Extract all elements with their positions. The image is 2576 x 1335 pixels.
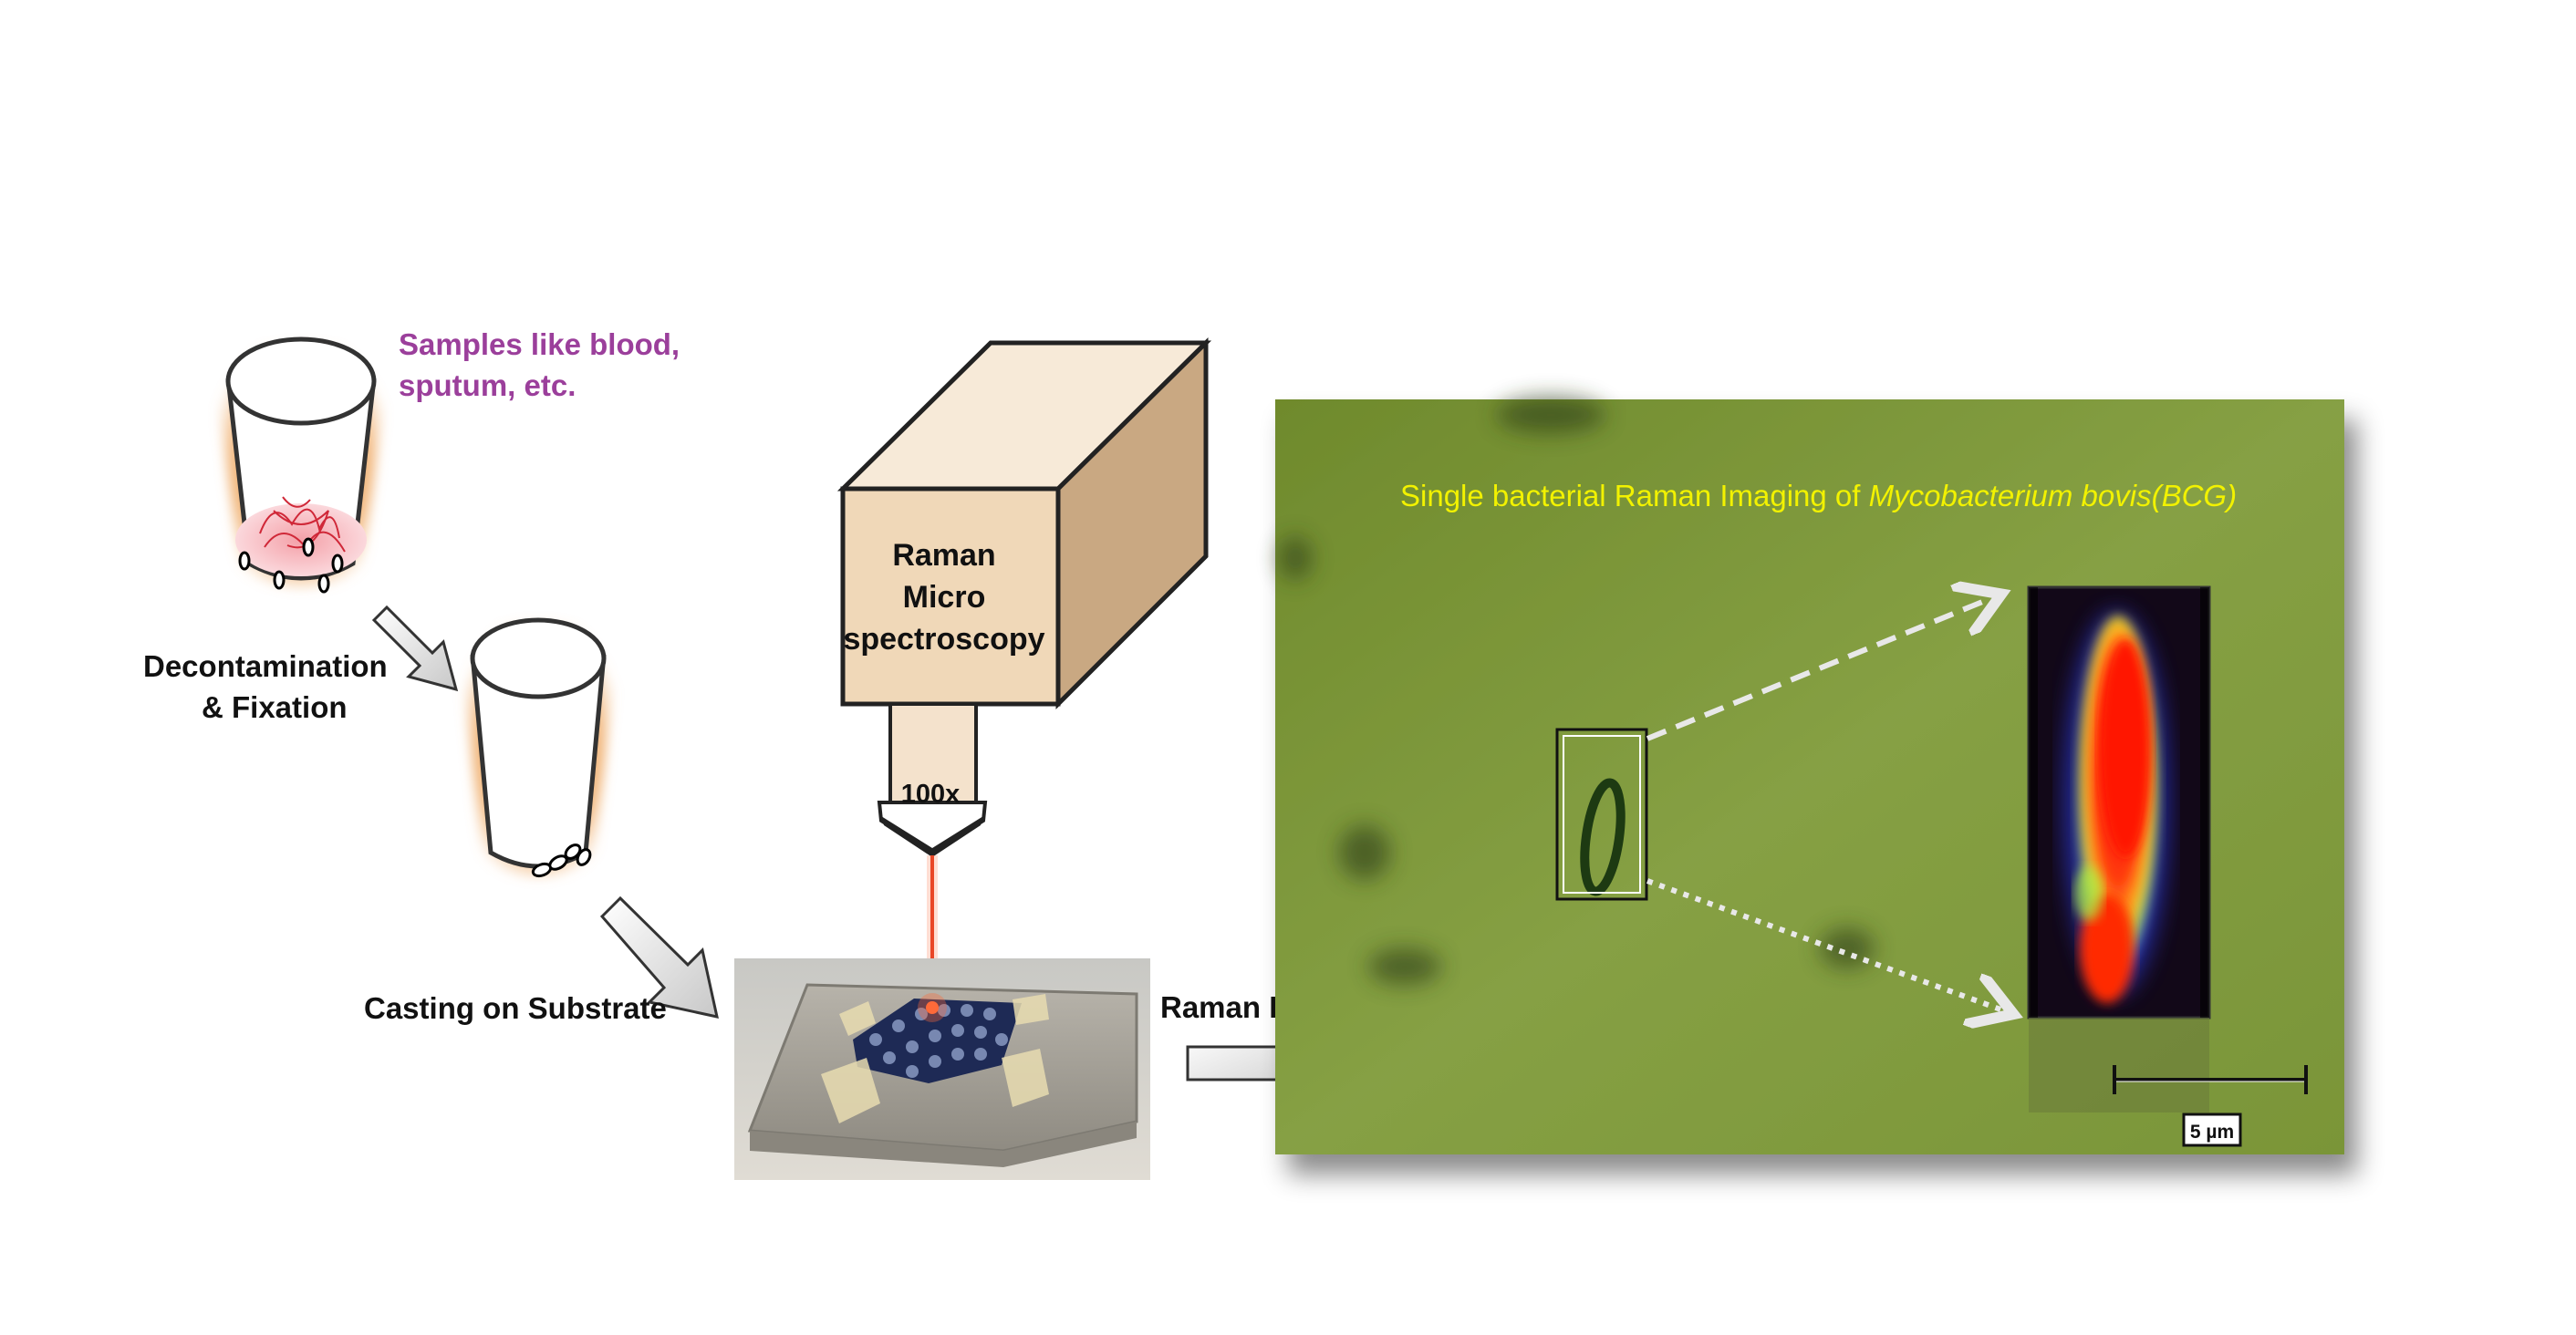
samples-label-line1: Samples like blood, [399, 327, 680, 361]
tape-strips [821, 994, 1049, 1123]
decontamination-label-line2: & Fixation [202, 690, 348, 724]
micrograph-title: Single bacterial Raman Imaging of Mycoba… [1400, 479, 2237, 512]
substrate-photo [734, 958, 1150, 1180]
arrow-casting [599, 895, 719, 1019]
blood-sample [235, 503, 367, 576]
objective-lens: 100x [877, 702, 988, 857]
substrate-dots [869, 1004, 1008, 1078]
background-debris [1279, 397, 1875, 985]
bacterium-optical [1580, 778, 1626, 896]
objective-label: 100x [901, 780, 961, 809]
raman-microspectroscope: Raman Micro spectroscopy [836, 337, 1212, 710]
micrograph-panel: Single bacterial Raman Imaging of Mycoba… [1275, 397, 2344, 1154]
sample-fibers [259, 496, 346, 553]
scale-bar-label: 5 µm [2190, 1122, 2234, 1143]
sample-tube [215, 336, 387, 594]
casting-label: Casting on Substrate [364, 991, 667, 1025]
samples-label-line2: sputum, etc. [399, 368, 576, 402]
raman-map [2027, 585, 2211, 1112]
arrow-decontamination [371, 605, 459, 692]
instrument-label-line2: Micro [903, 580, 986, 615]
fixed-sample-tube [461, 617, 617, 878]
bacteria-cells [238, 537, 344, 594]
selection-box [1555, 728, 1648, 901]
instrument-label-line1: Raman [892, 538, 995, 573]
decontamination-label-line1: Decontamination [143, 649, 388, 683]
scale-bar: 5 µm [2113, 1065, 2308, 1147]
fixed-bacteria [531, 843, 592, 878]
instrument-label-line3: spectroscopy [843, 622, 1044, 657]
